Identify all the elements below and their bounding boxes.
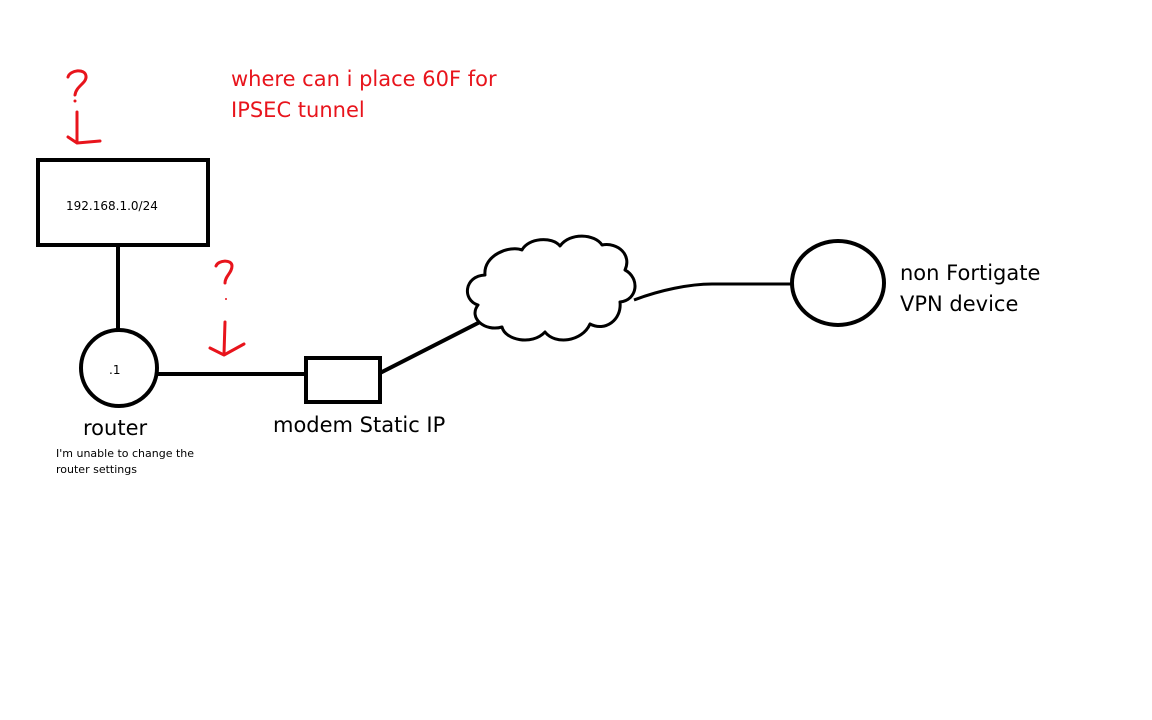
router-label: router [83, 416, 148, 440]
question-line-2: IPSEC tunnel [231, 98, 365, 122]
vpn-device-label: non Fortigate VPN device [900, 258, 1040, 320]
question-mark-2 [214, 259, 234, 300]
internet-cloud [466, 234, 637, 342]
router-note: I'm unable to change the router settings [56, 446, 194, 478]
router-ip-label: .1 [109, 363, 121, 377]
subnet-label: 192.168.1.0/24 [66, 199, 158, 213]
arrow-down-2 [208, 320, 246, 357]
question-mark-1 [66, 69, 88, 103]
vpn-device-node [790, 239, 886, 327]
modem-box [304, 356, 382, 404]
router-node [79, 328, 159, 408]
cloud-vpn-link [633, 282, 792, 302]
question-annotation: where can i place 60F for IPSEC tunnel [231, 64, 497, 126]
vpn-device-label-line-1: non Fortigate [900, 261, 1041, 285]
arrow-down-1 [66, 110, 102, 145]
question-line-1: where can i place 60F for [231, 67, 497, 91]
modem-cloud-link [379, 320, 481, 375]
router-note-line-2: router settings [56, 463, 137, 476]
lan-subnet-box [36, 158, 210, 247]
modem-label: modem Static IP [273, 413, 446, 437]
router-note-line-1: I'm unable to change the [56, 447, 195, 460]
vpn-device-label-line-2: VPN device [900, 292, 1019, 316]
